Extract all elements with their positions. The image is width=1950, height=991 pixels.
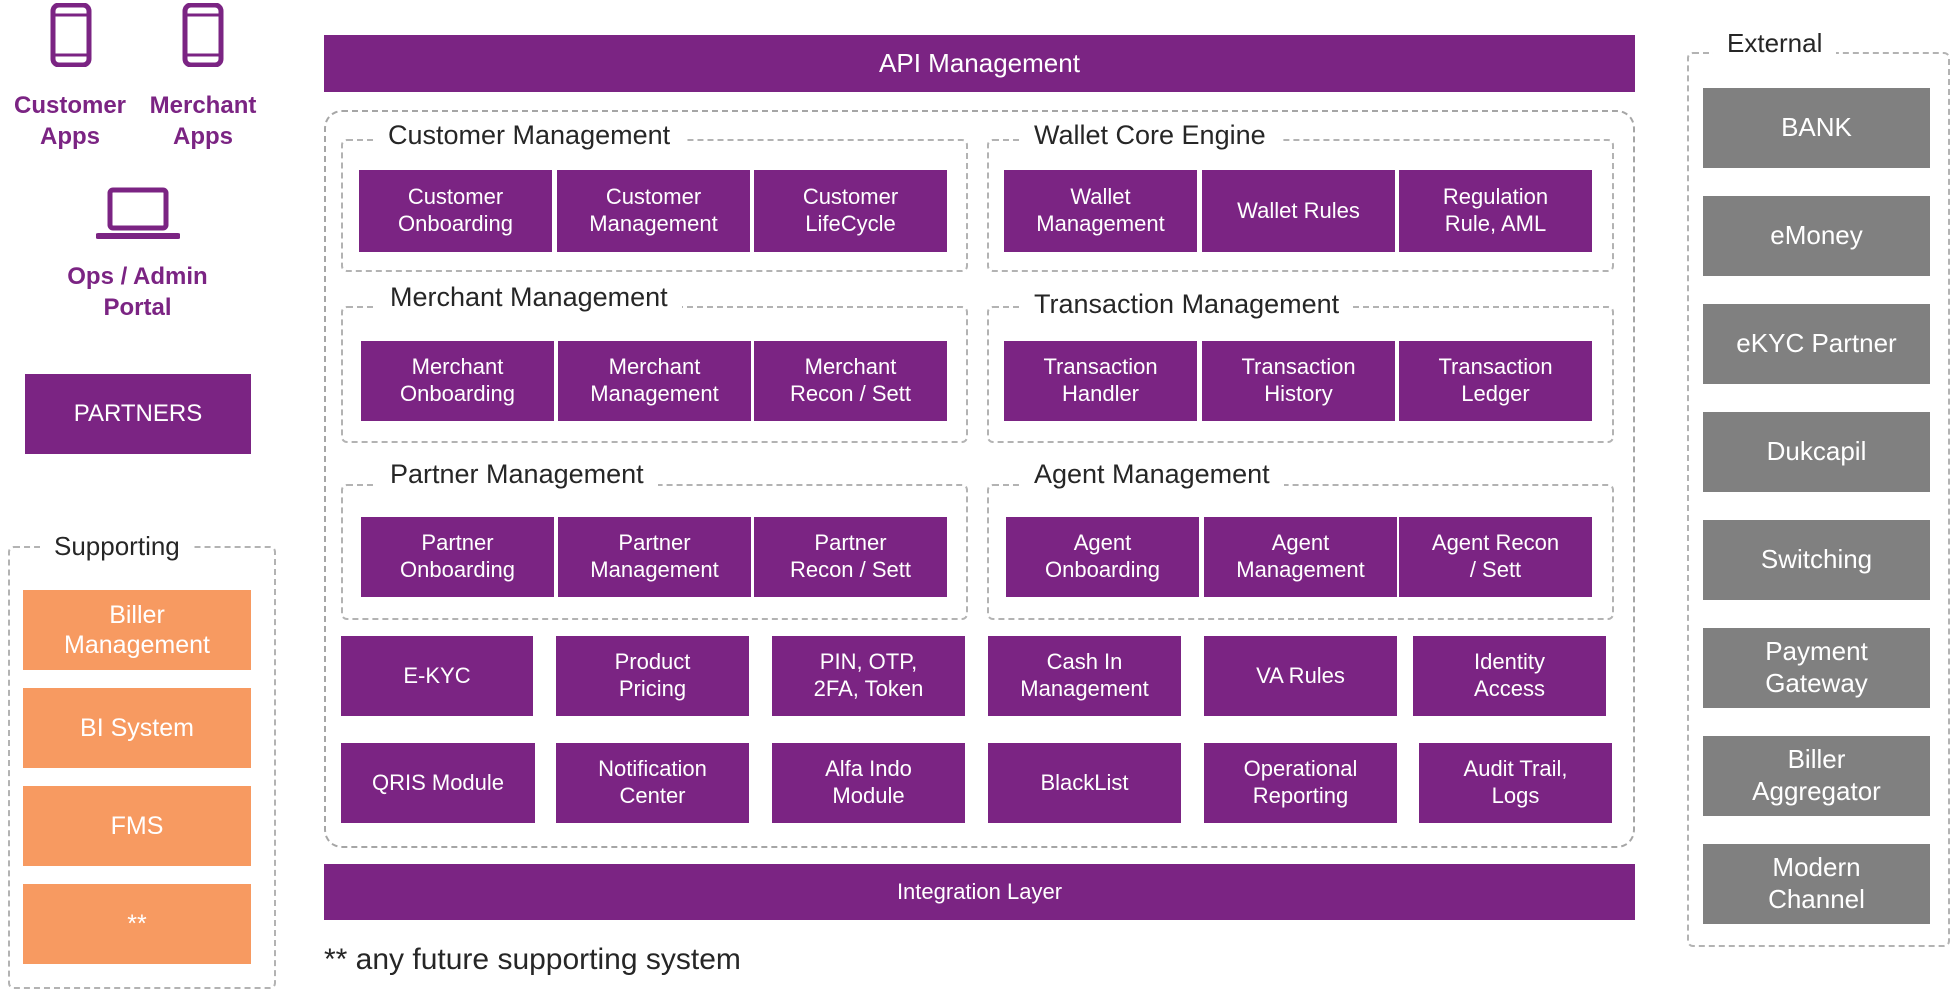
- module-blacklist: BlackList: [988, 743, 1181, 823]
- module-alfa-indo: Alfa Indo Module: [772, 743, 965, 823]
- module-qris: QRIS Module: [341, 743, 535, 823]
- transaction-handler: Transaction Handler: [1004, 341, 1197, 421]
- module-cash-in-management: Cash In Management: [988, 636, 1181, 716]
- agent-recon-sett: Agent Recon / Sett: [1399, 517, 1592, 597]
- laptop-icon: [96, 187, 180, 239]
- supporting-item-bi-system: BI System: [23, 688, 251, 768]
- footnote: ** any future supporting system: [324, 943, 741, 976]
- partners-box: PARTNERS: [25, 374, 251, 454]
- regulation-rule-aml: Regulation Rule, AML: [1399, 170, 1592, 252]
- transaction-ledger: Transaction Ledger: [1399, 341, 1592, 421]
- merchant-management: Merchant Management: [558, 341, 751, 421]
- customer-lifecycle: Customer LifeCycle: [754, 170, 947, 252]
- agent-management-group: [987, 484, 1614, 620]
- ops-admin-portal-label: Ops / Admin Portal: [67, 263, 208, 322]
- wallet-rules: Wallet Rules: [1202, 170, 1395, 252]
- wallet-core-engine-title: Wallet Core Engine: [1020, 120, 1280, 151]
- supporting-item-future: **: [23, 884, 251, 964]
- module-notification-center: Notification Center: [556, 743, 749, 823]
- external-switching: Switching: [1703, 520, 1930, 600]
- merchant-onboarding: Merchant Onboarding: [361, 341, 554, 421]
- partner-recon-sett: Partner Recon / Sett: [754, 517, 947, 597]
- transaction-management-title: Transaction Management: [1020, 289, 1354, 320]
- external-payment-gateway: Payment Gateway: [1703, 628, 1930, 708]
- module-audit-trail-logs: Audit Trail, Logs: [1419, 743, 1612, 823]
- transaction-history: Transaction History: [1202, 341, 1395, 421]
- supporting-item-fms: FMS: [23, 786, 251, 866]
- merchant-recon-sett: Merchant Recon / Sett: [754, 341, 947, 421]
- merchant-apps-label: Merchant Apps: [149, 92, 257, 151]
- partner-onboarding: Partner Onboarding: [361, 517, 554, 597]
- external-dukcapil: Dukcapil: [1703, 412, 1930, 492]
- supporting-item-biller-management: Biller Management: [23, 590, 251, 670]
- merchant-apps-phone-icon: [182, 3, 224, 67]
- customer-apps-label: Customer Apps: [13, 92, 127, 151]
- partner-management: Partner Management: [558, 517, 751, 597]
- external-modern-channel: Modern Channel: [1703, 844, 1930, 924]
- merchant-management-title: Merchant Management: [376, 282, 682, 313]
- module-identity-access: Identity Access: [1413, 636, 1606, 716]
- agent-management: Agent Management: [1204, 517, 1397, 597]
- partner-management-title: Partner Management: [376, 459, 658, 490]
- agent-management-title: Agent Management: [1020, 459, 1284, 490]
- external-biller-aggregator: Biller Aggregator: [1703, 736, 1930, 816]
- wallet-management: Wallet Management: [1004, 170, 1197, 252]
- supporting-title: Supporting: [40, 531, 194, 562]
- customer-onboarding: Customer Onboarding: [359, 170, 552, 252]
- integration-layer-bar: Integration Layer: [324, 864, 1635, 920]
- core-platform-container: [324, 110, 1635, 848]
- external-ekyc-partner: eKYC Partner: [1703, 304, 1930, 384]
- agent-onboarding: Agent Onboarding: [1006, 517, 1199, 597]
- customer-management-title: Customer Management: [374, 120, 685, 151]
- module-operational-reporting: Operational Reporting: [1204, 743, 1397, 823]
- module-pin-otp-2fa-token: PIN, OTP, 2FA, Token: [772, 636, 965, 716]
- customer-apps-phone-icon: [50, 3, 92, 67]
- api-management-bar: API Management: [324, 35, 1635, 92]
- module-va-rules: VA Rules: [1204, 636, 1397, 716]
- external-emoney: eMoney: [1703, 196, 1930, 276]
- external-title: External: [1713, 28, 1837, 59]
- module-e-kyc: E-KYC: [341, 636, 533, 716]
- wallet-core-engine-group: [987, 139, 1614, 272]
- external-bank: BANK: [1703, 88, 1930, 168]
- module-product-pricing: Product Pricing: [556, 636, 749, 716]
- customer-management: Customer Management: [557, 170, 750, 252]
